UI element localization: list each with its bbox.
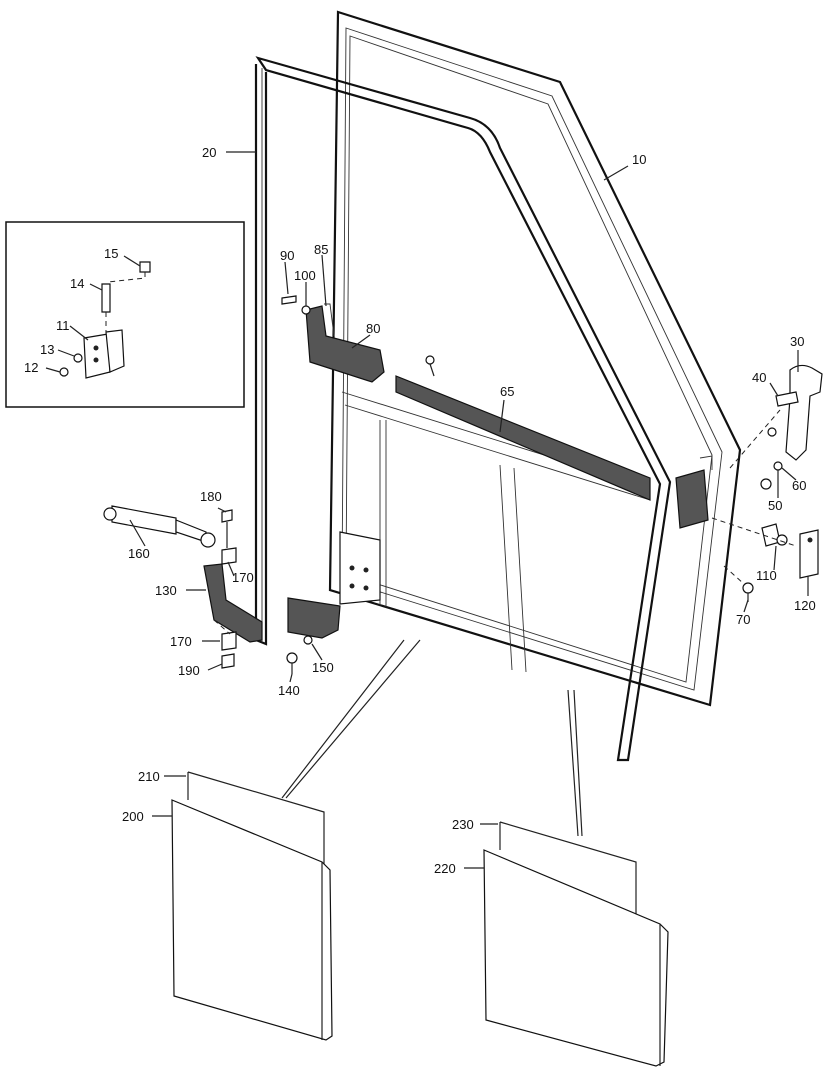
callout-100: 100 [294,268,316,283]
screw-90 [281,295,297,305]
callout-80: 80 [366,321,380,336]
callout-10: 10 [632,152,646,167]
hinge-detail-inset [5,221,245,408]
washer-100 [301,305,311,315]
callout-210: 210 [138,769,160,784]
door-seal-20 [254,56,672,762]
callout-160: 160 [128,546,150,561]
callout-13: 13 [40,342,54,357]
gas-strut-160 [103,505,216,548]
lock-leader [711,517,797,547]
callout-70: 70 [736,612,750,627]
pin-180 [221,509,233,548]
pin-leader [213,619,231,635]
callout-20: 20 [202,145,216,160]
screw-70 [742,582,754,602]
spacer-170-lower [221,631,237,651]
callout-40: 40 [752,370,766,385]
washer-150 [303,635,313,645]
strut-bracket-130 [203,563,263,643]
lock-cover-120 [799,529,819,579]
callout-120: 120 [794,598,816,613]
callout-230: 230 [452,817,474,832]
callout-65: 65 [500,384,514,399]
callout-170-lower: 170 [170,634,192,649]
callout-110: 110 [756,568,777,583]
glass-panel-230 [499,821,637,920]
nut-190 [221,653,235,669]
hinge-pin-14 [101,283,111,313]
callout-180: 180 [200,489,222,504]
callout-190: 190 [178,663,200,678]
callout-130: 130 [155,583,177,598]
callout-30: 30 [790,334,804,349]
handle-leader [729,409,781,469]
lower-hinge-plate [287,531,381,639]
panel-leaders [281,639,583,837]
door-latch [675,455,713,529]
door-frame-10 [328,10,742,707]
spacer-170-upper [221,547,237,565]
grab-bar-65 [395,375,651,501]
handle-bracket-80 [305,303,385,383]
screw-140 [286,652,298,674]
callout-200: 200 [122,809,144,824]
screw-grab-bar [425,355,435,377]
hinge-11 [83,329,125,379]
callout-50: 50 [768,498,782,513]
callout-12: 12 [24,360,38,375]
callout-11: 11 [56,318,70,333]
callout-90: 90 [280,248,294,263]
screw-12 [59,367,69,377]
cap-15 [139,261,151,273]
callout-14: 14 [70,276,84,291]
callout-220: 220 [434,861,456,876]
callout-15: 15 [104,246,118,261]
washer-13 [73,353,83,363]
callout-60: 60 [792,478,806,493]
glass-panel-200 [171,799,333,1041]
callout-85: 85 [314,242,328,257]
exterior-handle-30 [760,364,823,490]
glass-panel-220 [483,849,669,1067]
lock-cylinder-110 [761,523,788,547]
screw-70-leader [723,565,745,585]
callout-140: 140 [278,683,300,698]
callout-150: 150 [312,660,334,675]
callout-leaders [45,151,809,869]
callout-labels: 10 11 12 13 14 15 20 30 40 50 60 65 70 8… [24,145,816,876]
callout-170-upper: 170 [232,570,254,585]
